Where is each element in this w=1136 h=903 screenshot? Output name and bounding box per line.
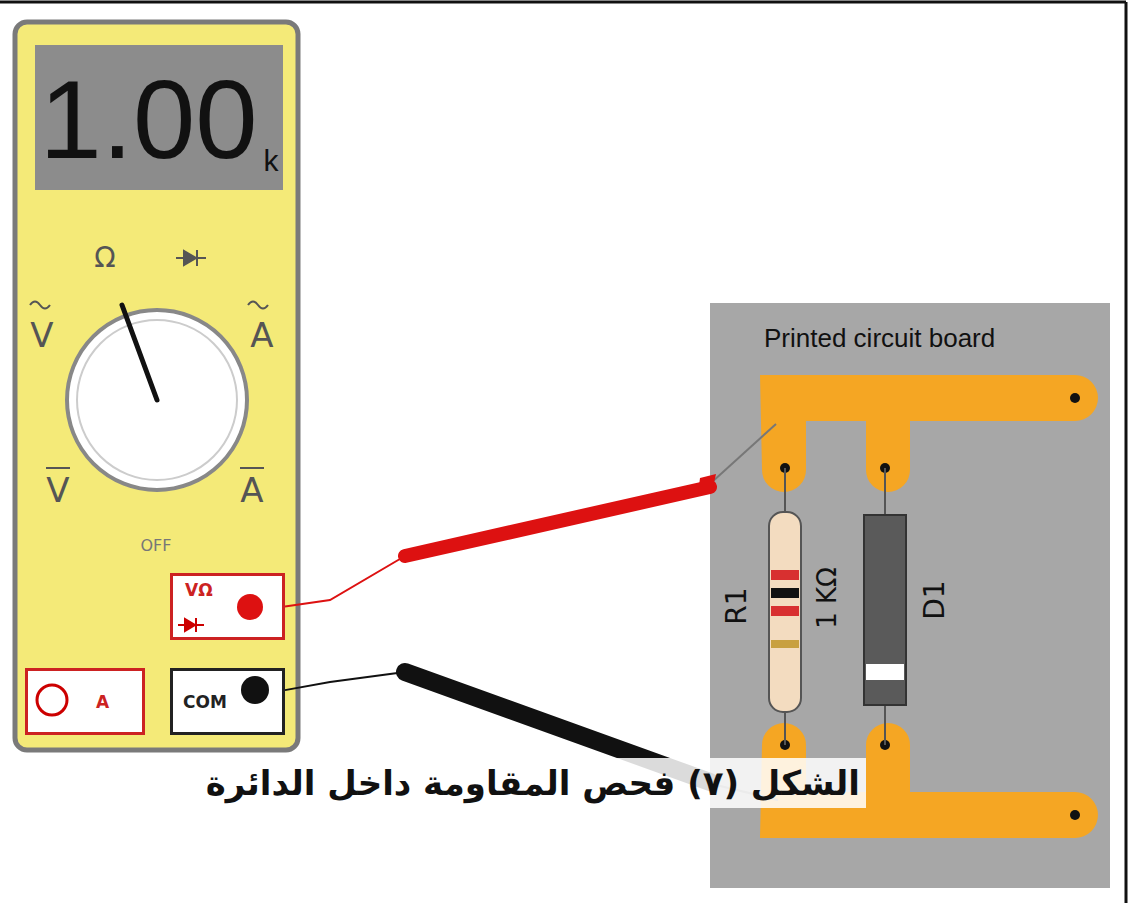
dc-mark	[46, 467, 70, 469]
probe-plug	[237, 594, 263, 620]
node-text: Printed circuit board	[764, 323, 995, 353]
dial-label: Ω	[94, 244, 115, 272]
dial-label: V	[30, 318, 53, 352]
probe-tip	[698, 474, 716, 494]
dial-label: OFF	[141, 538, 172, 554]
multimeter-body	[15, 22, 298, 750]
dc-mark	[240, 467, 264, 469]
diode-symbol	[178, 618, 204, 632]
jack-box: COM	[170, 668, 285, 735]
node-text: VΩ	[185, 580, 213, 600]
jack-face	[25, 668, 145, 735]
node-text: k	[264, 146, 279, 176]
jack-box: VΩ	[170, 573, 285, 640]
figure-caption: الشكل (٧) فحص المقاومة داخل الدائرة	[200, 758, 866, 808]
dial-label: A	[240, 473, 263, 507]
jack-box: A	[25, 668, 145, 735]
node-text: 1.00	[40, 64, 258, 176]
ac-mark	[30, 302, 50, 309]
node-text: A	[96, 692, 109, 712]
dial-label: V	[46, 473, 69, 507]
part-name: D1	[921, 580, 949, 619]
resistor-symbol	[769, 468, 801, 745]
part-value: 1 KΩ	[814, 567, 840, 629]
dial-label: A	[250, 318, 273, 352]
meter-display: 1.00k	[35, 45, 283, 190]
solder-pad	[780, 393, 1080, 820]
node-text: COM	[183, 692, 227, 712]
ac-mark	[248, 302, 268, 309]
part-name: R1	[723, 587, 751, 624]
jack-socket	[37, 685, 67, 715]
jack-face	[170, 668, 285, 735]
probe-lead	[285, 487, 710, 607]
frame-line	[1125, 2, 1128, 903]
probe-needle	[712, 424, 776, 482]
jack-face	[170, 573, 285, 640]
diode-symbol	[176, 250, 206, 266]
dial-pointer	[122, 305, 157, 400]
probe-plug	[241, 676, 269, 704]
frame-line	[0, 1, 1126, 4]
diode-component	[864, 468, 906, 745]
